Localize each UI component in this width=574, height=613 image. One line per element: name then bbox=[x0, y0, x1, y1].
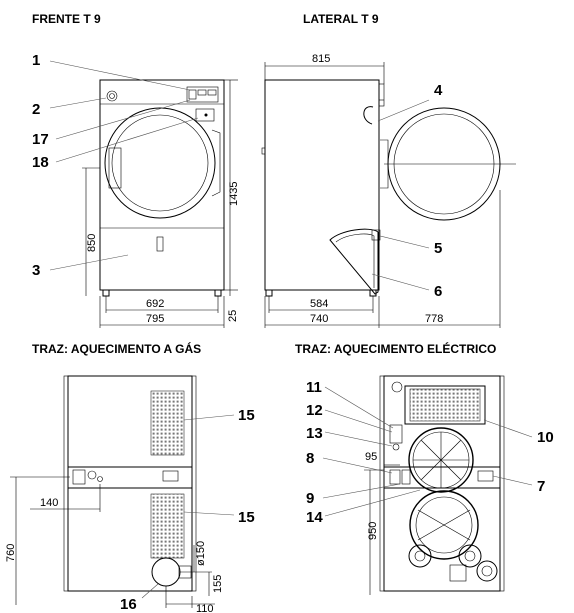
callout-13: 13 bbox=[306, 425, 323, 442]
door-hinge bbox=[211, 129, 221, 197]
callout-4: 4 bbox=[434, 82, 443, 99]
lint-flap bbox=[329, 228, 379, 295]
motor-left bbox=[408, 544, 432, 568]
vent-grille-lower bbox=[150, 493, 185, 559]
callout-5: 5 bbox=[434, 240, 442, 257]
exhaust-duct bbox=[151, 557, 181, 587]
fan-pulley bbox=[409, 490, 479, 560]
callout-3: 3 bbox=[32, 262, 40, 279]
dim-850: 850 bbox=[86, 234, 98, 252]
heater-box bbox=[404, 385, 486, 425]
dim-1435: 1435 bbox=[228, 182, 240, 206]
motor-right bbox=[458, 544, 482, 568]
control-panel bbox=[186, 86, 219, 103]
rear-gas-view-title: TRAZ: AQUECIMENTO A GÁS bbox=[32, 341, 201, 356]
rear-electric-view-title: TRAZ: AQUECIMENTO ELÉCTRICO bbox=[295, 341, 496, 356]
side-cabinet bbox=[264, 79, 380, 291]
vent-grille-upper bbox=[150, 390, 185, 456]
dim-950: 950 bbox=[367, 522, 379, 540]
front-cabinet bbox=[99, 79, 225, 291]
service-bar-electric bbox=[383, 466, 501, 489]
callout-8: 8 bbox=[306, 450, 314, 467]
side-view-title: LATERAL T 9 bbox=[303, 12, 379, 26]
drum-pulley bbox=[408, 427, 474, 493]
dim-25: 25 bbox=[227, 310, 239, 322]
callout-15-lower: 15 bbox=[238, 509, 255, 526]
dim-815: 815 bbox=[312, 53, 330, 65]
knob bbox=[106, 90, 118, 102]
lint-drawer-handle bbox=[156, 236, 164, 252]
door-handle bbox=[108, 147, 122, 189]
door-hinge-side bbox=[363, 106, 374, 125]
callout-9: 9 bbox=[306, 490, 314, 507]
front-view: 1435 850 692 795 25 1 2 17 18 3 bbox=[32, 52, 240, 328]
callout-17: 17 bbox=[32, 131, 49, 148]
front-door bbox=[104, 107, 216, 219]
callout-14: 14 bbox=[306, 509, 323, 526]
dim-110: 110 bbox=[196, 603, 214, 613]
callout-2: 2 bbox=[32, 101, 40, 118]
dim-584: 584 bbox=[310, 298, 328, 310]
callout-7: 7 bbox=[537, 478, 545, 495]
dim-diameter-150: ø150 bbox=[195, 541, 207, 566]
dim-140: 140 bbox=[40, 497, 58, 509]
dim-760: 760 bbox=[5, 544, 17, 562]
side-view: 815 584 740 778 4 5 6 bbox=[261, 53, 516, 328]
callout-12: 12 bbox=[306, 402, 323, 419]
callout-18: 18 bbox=[32, 154, 49, 171]
rear-gas-view: 760 140 ø150 155 110 15 15 16 bbox=[5, 375, 255, 613]
dim-795: 795 bbox=[146, 313, 164, 325]
callout-6: 6 bbox=[434, 283, 442, 300]
dim-740: 740 bbox=[310, 313, 328, 325]
coin-box bbox=[195, 108, 215, 122]
callout-15-upper: 15 bbox=[238, 407, 255, 424]
rear-electric-view: 950 95 11 12 13 8 9 14 10 7 bbox=[306, 375, 554, 595]
callout-10: 10 bbox=[537, 429, 554, 446]
front-view-title: FRENTE T 9 bbox=[32, 12, 101, 26]
dim-692: 692 bbox=[146, 298, 164, 310]
dim-95: 95 bbox=[365, 451, 377, 463]
dim-155: 155 bbox=[212, 575, 224, 593]
motor-lower bbox=[476, 560, 498, 582]
callout-16: 16 bbox=[120, 596, 137, 613]
dim-778: 778 bbox=[425, 313, 443, 325]
callout-1: 1 bbox=[32, 52, 40, 69]
service-bar bbox=[67, 466, 193, 489]
callout-11: 11 bbox=[306, 379, 322, 396]
